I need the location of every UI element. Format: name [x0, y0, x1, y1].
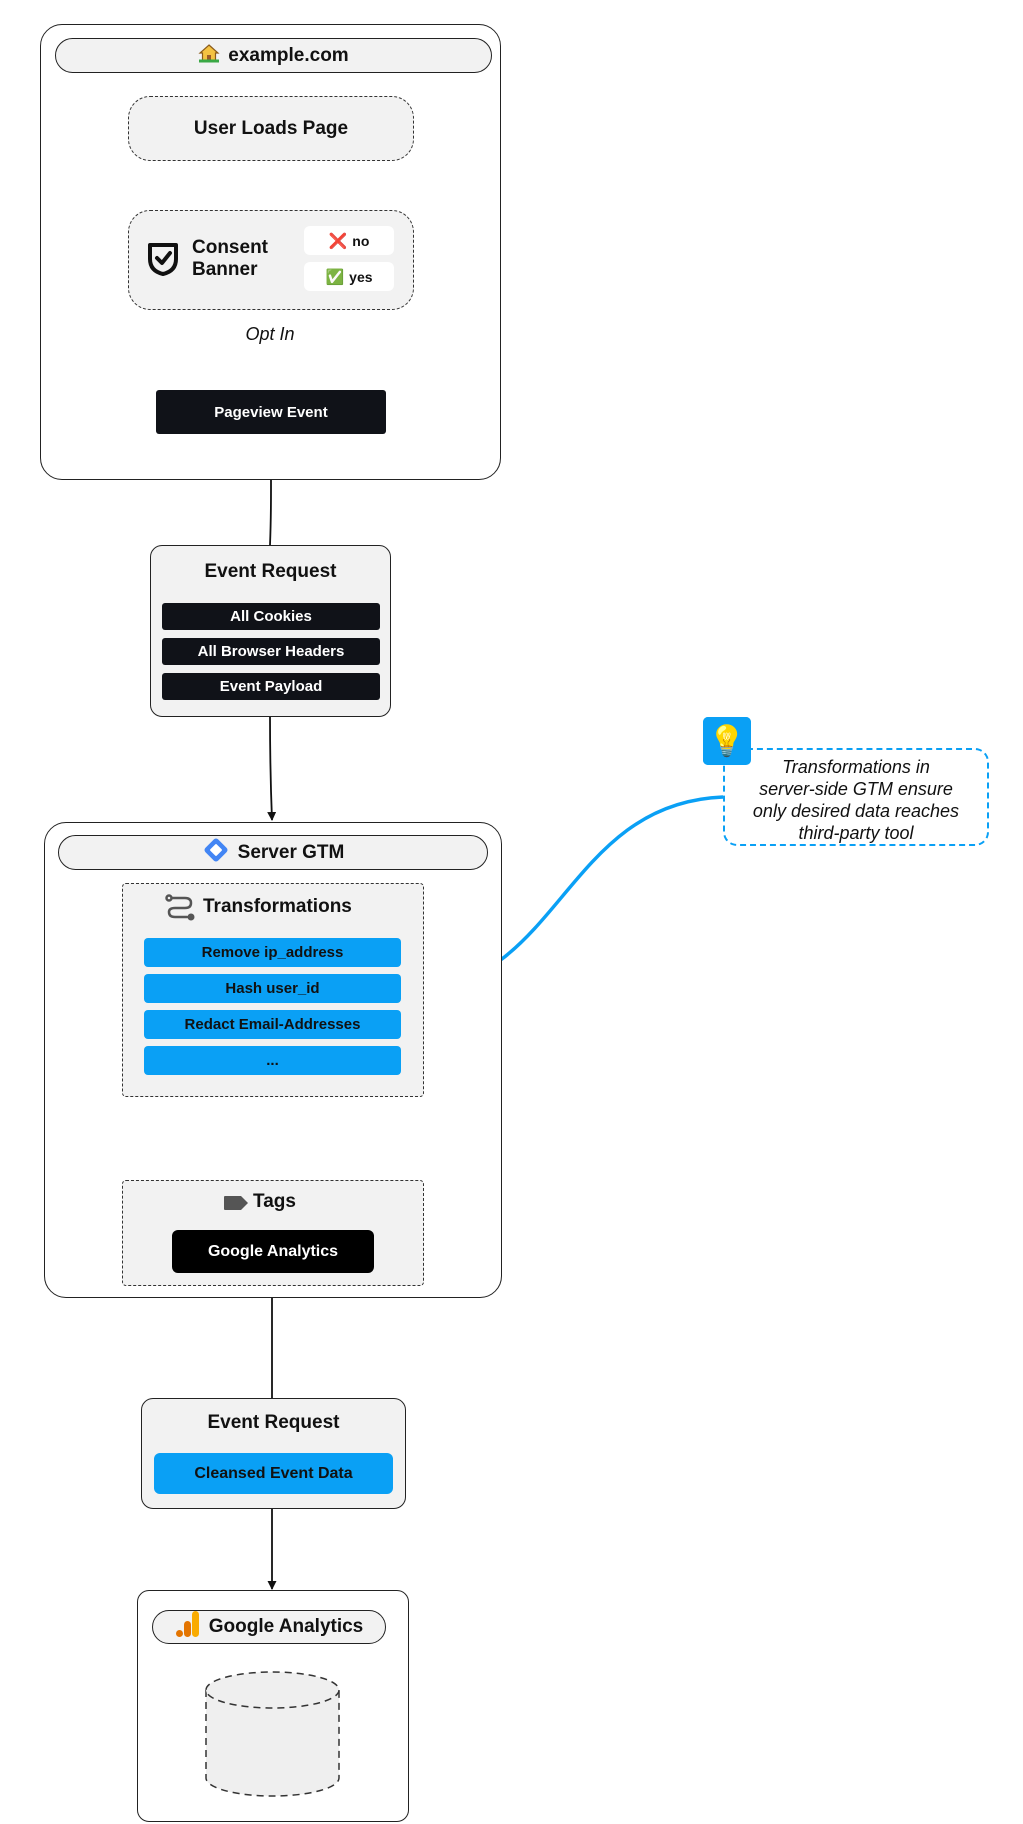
- shield-check-icon: [147, 242, 179, 281]
- consent-banner-title: Consent Banner: [192, 237, 268, 281]
- consent-yes-label: yes: [349, 268, 373, 285]
- event-payload-item: Event Payload: [162, 673, 380, 700]
- hash-user-id-rule: Hash user_id: [144, 974, 401, 1003]
- cleansed-event-request-title: Event Request: [207, 1412, 340, 1433]
- consent-banner-box: Consent Banner ❌ no ✅ yes: [128, 210, 414, 310]
- gtm-diamond-icon: [202, 836, 230, 870]
- transformations-box: Transformations Remove ip_address Hash u…: [122, 883, 424, 1097]
- website-title: example.com: [228, 44, 349, 66]
- user-loads-page-box: User Loads Page: [128, 96, 414, 161]
- redact-email-addresses-rule: Redact Email-Addresses: [144, 1010, 401, 1039]
- more-rules-item: ...: [144, 1046, 401, 1075]
- google-analytics-header: Google Analytics: [152, 1610, 386, 1644]
- analytics-bars-icon: [175, 1610, 201, 1644]
- consent-title-line1: Consent: [192, 237, 268, 258]
- server-gtm-title: Server GTM: [237, 841, 345, 863]
- callout-line-3: only desired data reaches: [752, 801, 960, 821]
- pageview-event-box: Pageview Event: [156, 390, 386, 434]
- cross-mark-icon: ❌: [328, 232, 348, 250]
- callout-line-2: server-side GTM ensure: [759, 779, 953, 799]
- callout-line-1: Transformations in: [782, 757, 930, 777]
- server-gtm-header: Server GTM: [58, 835, 488, 870]
- user-loads-page-label: User Loads Page: [193, 117, 349, 139]
- remove-ip-address-rule: Remove ip_address: [144, 938, 401, 967]
- consent-title-line2: Banner: [192, 259, 258, 280]
- lightbulb-icon-front: 💡: [703, 717, 751, 765]
- route-icon: [165, 894, 197, 927]
- database-cylinder-icon: [204, 1670, 341, 1805]
- event-request-box: Event Request All Cookies All Browser He…: [150, 545, 391, 717]
- cleansed-event-request-box: Event Request Cleansed Event Data: [141, 1398, 406, 1509]
- house-icon: [198, 43, 220, 69]
- tag-icon: [223, 1195, 249, 1216]
- event-request-title: Event Request: [204, 561, 337, 582]
- website-header: example.com: [55, 38, 492, 73]
- consent-yes-button[interactable]: ✅ yes: [304, 262, 394, 291]
- check-mark-icon: ✅: [325, 268, 345, 286]
- callout-note: Transformations in server-side GTM ensur…: [723, 748, 989, 846]
- google-analytics-title: Google Analytics: [208, 1616, 364, 1637]
- transformations-title: Transformations: [203, 896, 352, 917]
- all-browser-headers-item: All Browser Headers: [162, 638, 380, 665]
- consent-no-button[interactable]: ❌ no: [304, 226, 394, 255]
- consent-no-label: no: [352, 232, 370, 249]
- opt-in-label: Opt In: [200, 324, 340, 348]
- google-analytics-tag: Google Analytics: [172, 1230, 374, 1273]
- arrow-request-to-server: [267, 716, 277, 821]
- callout-line-4: third-party tool: [798, 823, 914, 843]
- tags-box: Tags Google Analytics: [122, 1180, 424, 1286]
- cleansed-event-data-item: Cleansed Event Data: [154, 1453, 393, 1494]
- tags-title: Tags: [253, 1191, 296, 1212]
- all-cookies-item: All Cookies: [162, 603, 380, 630]
